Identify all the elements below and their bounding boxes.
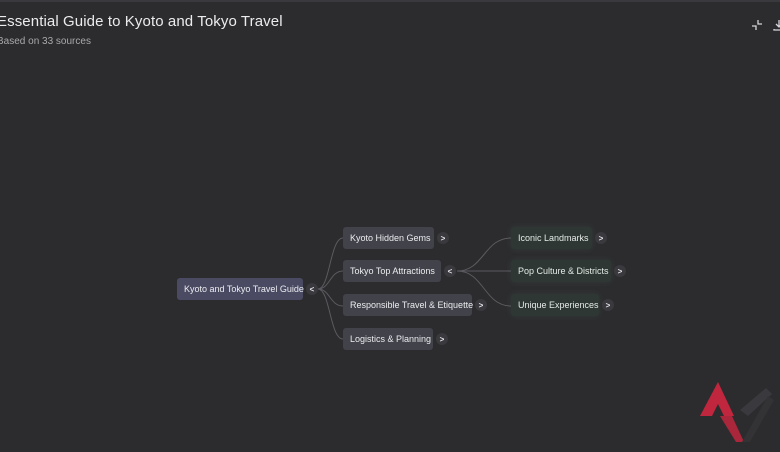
branch-responsible-travel[interactable]: Responsible Travel & Etiquette [343,294,474,316]
leaf-unique-experiences[interactable]: Unique Experiences [511,294,599,316]
branch-logistics-planning[interactable]: Logistics & Planning [343,328,433,350]
branch-label: Tokyo Top Attractions [350,266,435,276]
leaf-label: Pop Culture & Districts [518,266,609,276]
leaf-iconic-landmarks[interactable]: Iconic Landmarks [511,227,592,249]
top-border [0,0,780,2]
android-police-logo-icon [700,382,774,442]
collapse-icon[interactable] [750,18,764,32]
branch-label: Responsible Travel & Etiquette [350,300,474,310]
leaf-pop-culture-districts-expand[interactable]: > [614,265,626,277]
leaf-pop-culture-districts[interactable]: Pop Culture & Districts [511,260,611,282]
edge-root-tokyo-top-attractions [317,270,344,290]
leaf-label: Iconic Landmarks [518,233,589,243]
edge-root-logistics [317,288,344,340]
edge-tokyo-iconic-landmarks [456,237,512,272]
branch-kyoto-hidden-gems[interactable]: Kyoto Hidden Gems [343,227,434,249]
edge-root-kyoto-hidden-gems [317,237,344,290]
branch-tokyo-top-attractions[interactable]: Tokyo Top Attractions [343,260,441,282]
source-count: Based on 33 sources [0,36,91,47]
branch-logistics-planning-expand[interactable]: > [436,333,448,345]
branch-tokyo-top-attractions-collapse[interactable]: < [444,265,456,277]
page-title: Essential Guide to Kyoto and Tokyo Trave… [0,13,283,30]
branch-label: Kyoto Hidden Gems [350,233,431,243]
branch-kyoto-hidden-gems-expand[interactable]: > [437,232,449,244]
leaf-iconic-landmarks-expand[interactable]: > [595,232,607,244]
root-node[interactable]: Kyoto and Tokyo Travel Guide [177,278,304,300]
root-collapse-toggle[interactable]: < [306,283,318,295]
branch-responsible-travel-expand[interactable]: > [475,299,487,311]
root-node-label: Kyoto and Tokyo Travel Guide [184,284,304,294]
branch-label: Logistics & Planning [350,334,432,344]
leaf-label: Unique Experiences [518,300,599,310]
edge-tokyo-unique-experiences [456,270,512,307]
download-icon[interactable] [772,18,780,32]
leaf-unique-experiences-expand[interactable]: > [602,299,614,311]
